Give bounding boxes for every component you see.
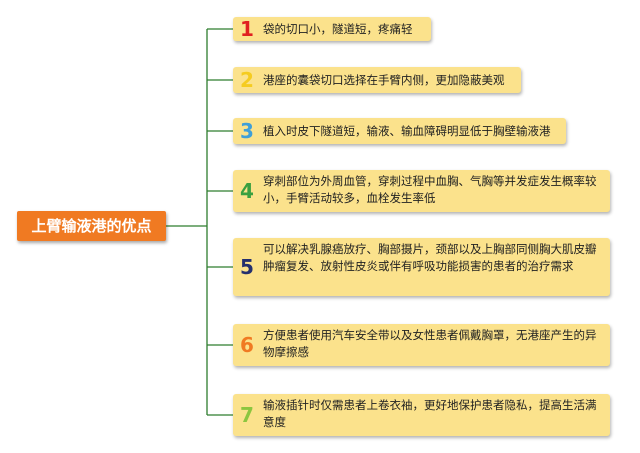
branch-node-3: 3 植入时皮下隧道短，输液、输血障碍明显低于胸壁输液港 (233, 118, 566, 144)
branch-text-2: 港座的囊袋切口选择在手臂内侧，更加隐蔽美观 (263, 72, 505, 87)
branch-number-4: 4 (240, 179, 254, 203)
branch-number-5: 5 (240, 255, 254, 279)
branch-text-5: 可以解决乳腺癌放疗、胸部摄片，颈部以及上胸部同侧胸大肌皮瓣肿瘤复发、放射性皮炎或… (263, 242, 597, 273)
branch-node-2: 2 港座的囊袋切口选择在手臂内侧，更加隐蔽美观 (233, 67, 521, 93)
branch-number-1: 1 (240, 17, 254, 41)
branch-text-6: 方便患者使用汽车安全带以及女性患者佩戴胸罩，无港座产生的异物摩擦感 (263, 328, 597, 359)
branch-node-4: 4 穿刺部位为外周血管，穿刺过程中血胸、气胸等并发症发生概率较小，手臂活动较多，… (233, 170, 610, 212)
branch-number-7: 7 (240, 403, 254, 427)
branch-node-5: 5 可以解决乳腺癌放疗、胸部摄片，颈部以及上胸部同侧胸大肌皮瓣肿瘤复发、放射性皮… (233, 238, 610, 296)
branch-number-6: 6 (240, 333, 254, 357)
branch-number-2: 2 (240, 68, 254, 92)
branch-text-3: 植入时皮下隧道短，输液、输血障碍明显低于胸壁输液港 (263, 123, 551, 138)
branch-text-7: 输液插针时仅需患者上卷衣袖，更好地保护患者隐私，提高生活满意度 (263, 398, 597, 429)
root-node: 上臂输液港的优点 (17, 211, 166, 241)
branch-node-7: 7 输液插针时仅需患者上卷衣袖，更好地保护患者隐私，提高生活满意度 (233, 394, 610, 436)
branch-text-1: 袋的切口小，隧道短，疼痛轻 (263, 21, 413, 36)
root-label: 上臂输液港的优点 (31, 217, 152, 235)
branch-text-4: 穿刺部位为外周血管，穿刺过程中血胸、气胸等并发症发生概率较小，手臂活动较多，血栓… (263, 174, 597, 205)
branch-node-1: 1 袋的切口小，隧道短，疼痛轻 (233, 17, 431, 41)
branch-number-3: 3 (240, 119, 254, 143)
branch-node-6: 6 方便患者使用汽车安全带以及女性患者佩戴胸罩，无港座产生的异物摩擦感 (233, 324, 610, 366)
